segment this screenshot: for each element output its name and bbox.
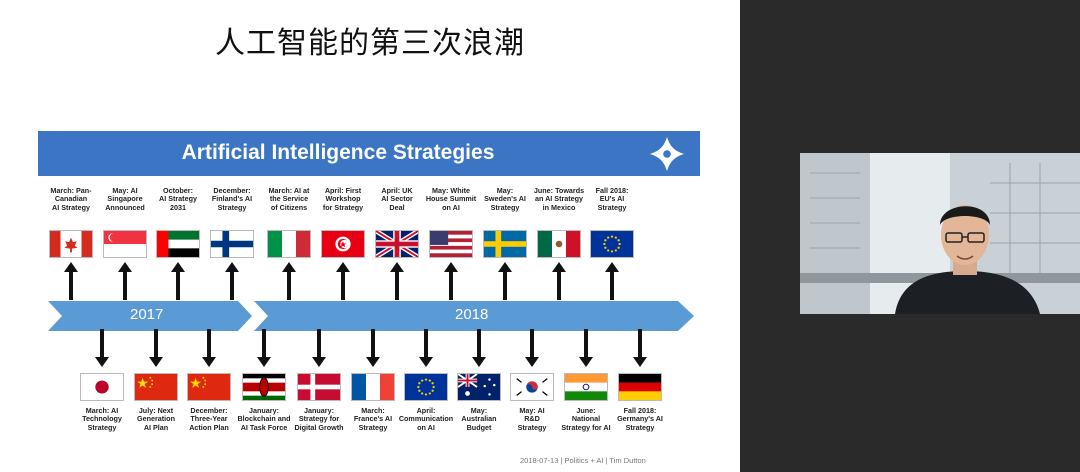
event-label: October: AI Strategy 2031 [159, 186, 197, 212]
singapore-flag-icon [103, 230, 147, 258]
italy-flag-icon [267, 230, 311, 258]
arrow-down-icon [472, 329, 486, 367]
event-label: December: Finland's AI Strategy [211, 186, 253, 212]
event-label: March: France's AI Strategy [353, 406, 393, 432]
sweden-flag-icon [483, 230, 527, 258]
eu-flag-icon [404, 373, 448, 401]
event-label: June: National Strategy for AI [561, 406, 611, 432]
china-flag-icon [134, 373, 178, 401]
arrow-up-icon [498, 262, 512, 300]
arrow-down-icon [202, 329, 216, 367]
japan-flag-icon [80, 373, 124, 401]
event-label: April: UK AI Sector Deal [381, 186, 413, 212]
event-label: June: Towards an AI Strategy in Mexico [533, 186, 585, 212]
usa-flag-icon [429, 230, 473, 258]
event-label: April: Communication on AI [398, 406, 454, 432]
kenya-flag-icon [242, 373, 286, 401]
eu-flag-icon [590, 230, 634, 258]
arrow-up-icon [444, 262, 458, 300]
event-label: Fall 2018: Germany's AI Strategy [617, 406, 663, 432]
arrow-up-icon [336, 262, 350, 300]
arrow-up-icon [605, 262, 619, 300]
arrow-down-icon [95, 329, 109, 367]
uk-flag-icon [375, 230, 419, 258]
arrow-down-icon [257, 329, 271, 367]
event-label: March: Pan- Canadian AI Strategy [50, 186, 92, 212]
germany-flag-icon [618, 373, 662, 401]
china-flag-icon [187, 373, 231, 401]
event-label: March: AI Technology Strategy [82, 406, 122, 432]
slide-footer: 2018-07-13 | Politics + AI | Tim Dutton [520, 456, 646, 465]
year-2018: 2018 [455, 306, 489, 323]
france-flag-icon [351, 373, 395, 401]
canada-flag-icon [49, 230, 93, 258]
southkorea-flag-icon [510, 373, 554, 401]
arrow-down-icon [579, 329, 593, 367]
webcam-video [800, 153, 1080, 314]
timeline-bar [48, 301, 694, 331]
arrow-down-icon [149, 329, 163, 367]
presentation-slide: 人工智能的第三次浪潮 Artificial Intelligence Strat… [0, 0, 740, 472]
event-label: May: AI R&D Strategy [517, 406, 547, 432]
arrow-down-icon [312, 329, 326, 367]
arrow-up-icon [118, 262, 132, 300]
arrow-down-icon [366, 329, 380, 367]
arrow-up-icon [552, 262, 566, 300]
mexico-flag-icon [537, 230, 581, 258]
event-label: Fall 2018: EU's AI Strategy [595, 186, 629, 212]
event-label: January: Strategy for Digital Growth [294, 406, 344, 432]
plus-cross-icon [648, 135, 686, 173]
tunisia-flag-icon [321, 230, 365, 258]
arrow-down-icon [419, 329, 433, 367]
denmark-flag-icon [297, 373, 341, 401]
event-label: May: White House Summit on AI [425, 186, 477, 212]
uae-flag-icon [156, 230, 200, 258]
slide-title: 人工智能的第三次浪潮 [215, 26, 525, 61]
event-label: May: Sweden's AI Strategy [484, 186, 526, 212]
event-label: May: Australian Budget [461, 406, 497, 432]
arrow-up-icon [64, 262, 78, 300]
arrow-down-icon [525, 329, 539, 367]
strategy-banner: Artificial Intelligence Strategies [38, 131, 700, 176]
arrow-down-icon [633, 329, 647, 367]
finland-flag-icon [210, 230, 254, 258]
event-label: May: AI Singapore Announced [105, 186, 145, 212]
event-label: December: Three-Year Action Plan [189, 406, 229, 432]
event-label: March: AI at the Service of Citizens [268, 186, 310, 212]
arrow-up-icon [282, 262, 296, 300]
event-label: July: Next Generation AI Plan [137, 406, 175, 432]
arrow-up-icon [390, 262, 404, 300]
event-label: April: First Workshop for Strategy [322, 186, 364, 212]
australia-flag-icon [457, 373, 501, 401]
arrow-up-icon [171, 262, 185, 300]
india-flag-icon [564, 373, 608, 401]
event-label: January: Blockchain and AI Task Force [237, 406, 291, 432]
year-2017: 2017 [130, 306, 164, 323]
banner-title: Artificial Intelligence Strategies [181, 141, 495, 164]
arrow-up-icon [225, 262, 239, 300]
